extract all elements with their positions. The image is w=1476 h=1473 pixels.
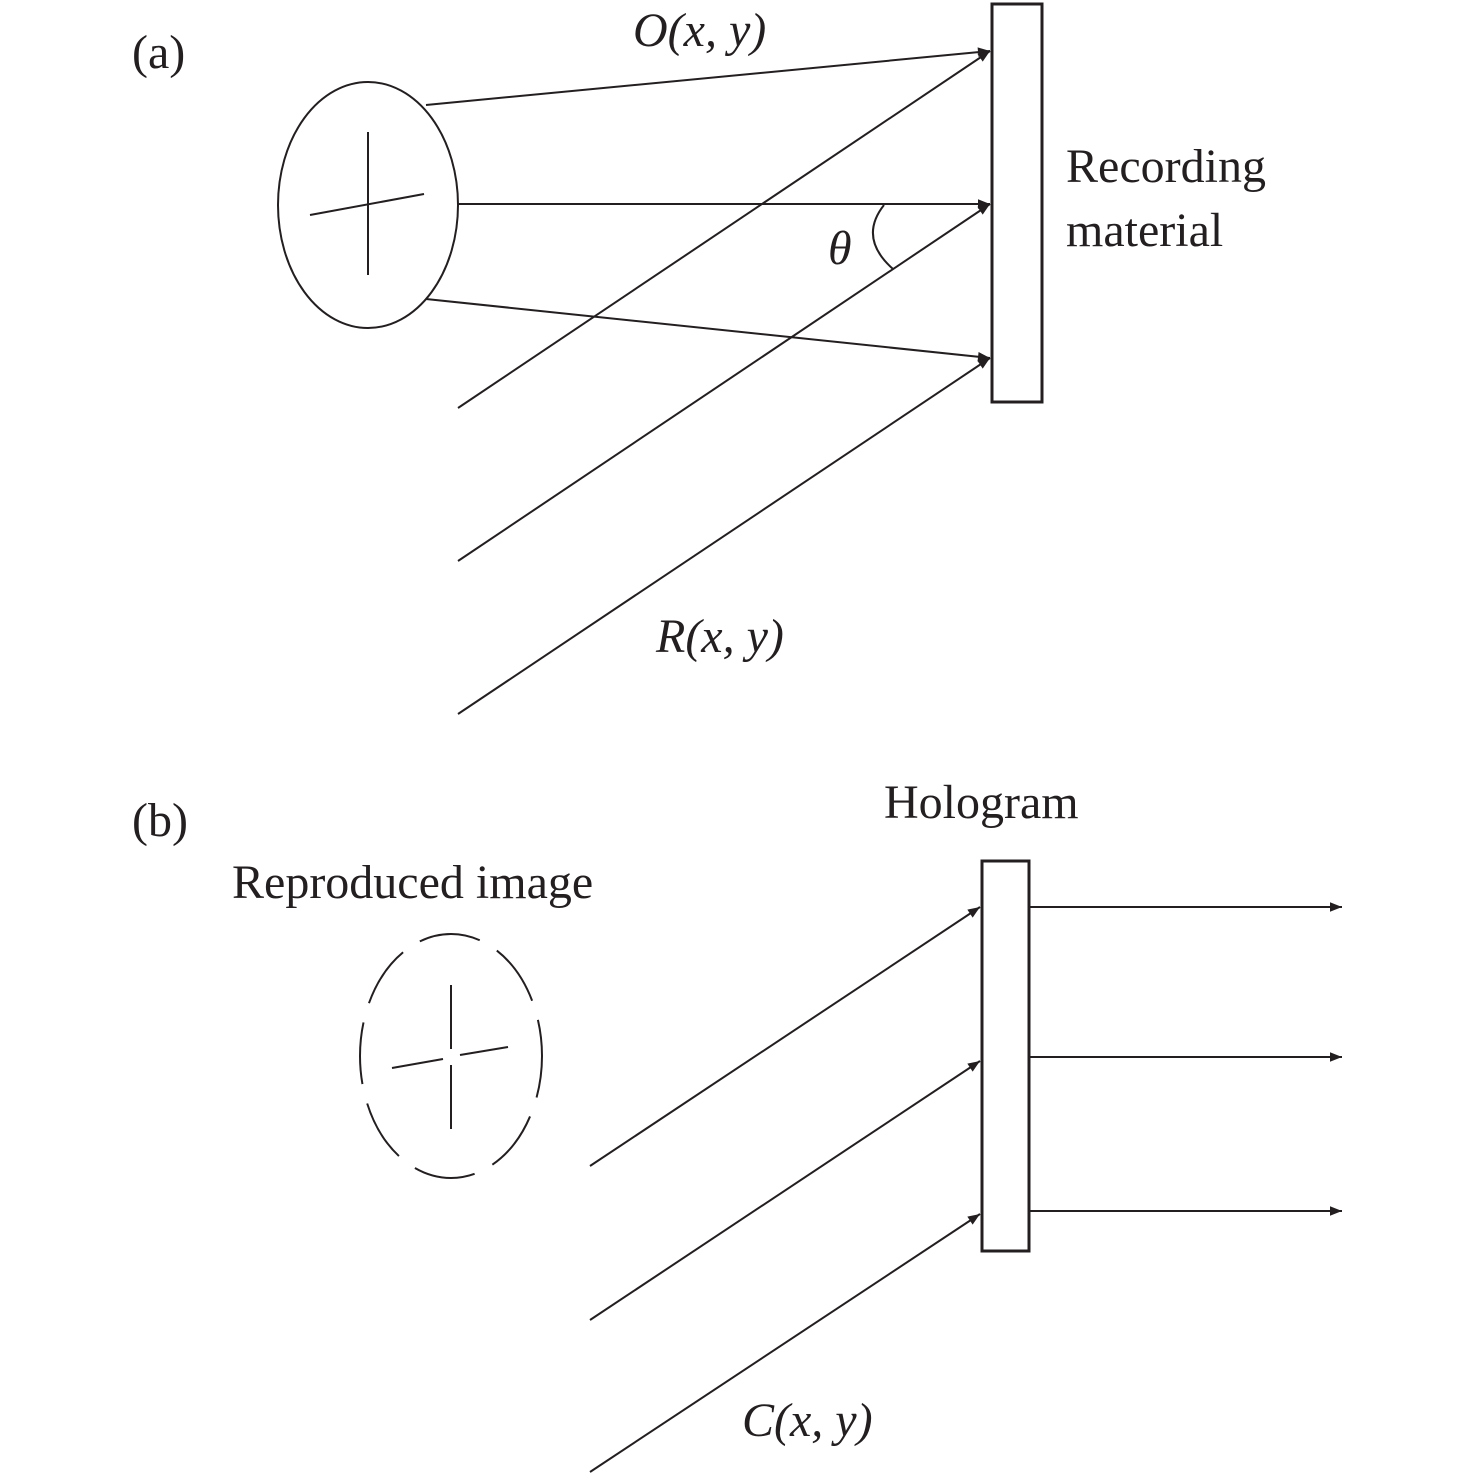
recording-material-label-line2: material bbox=[1066, 204, 1223, 257]
reconstruction-wave-label: C(x, y) bbox=[742, 1394, 873, 1447]
recording-material-plate bbox=[990, 2, 1044, 404]
angle-label: θ bbox=[828, 222, 852, 275]
panel-b: (b) Reproduced image Hologram C(x, y) bbox=[132, 776, 1342, 1473]
object-cross-horizontal bbox=[309, 193, 425, 216]
recording-material-label-line1: Recording bbox=[1066, 140, 1266, 193]
panel-a-label: (a) bbox=[132, 26, 185, 79]
object-wave-label: O(x, y) bbox=[633, 4, 766, 57]
reference-wave-ray-1 bbox=[457, 50, 991, 409]
reconstruction-wave-ray-3 bbox=[589, 1213, 981, 1473]
panel-a: (a) θ O(x, y) R(x, y) Recording material bbox=[132, 2, 1266, 715]
reconstruction-wave-ray-2 bbox=[589, 1060, 981, 1321]
hologram-plate bbox=[980, 859, 1031, 1253]
reference-wave-ray-2 bbox=[457, 203, 991, 562]
reference-wave-ray-3 bbox=[457, 357, 991, 715]
object bbox=[277, 81, 459, 329]
image-cross-horizontal-left bbox=[391, 1058, 444, 1069]
image-cross-horizontal-right bbox=[459, 1046, 509, 1056]
object-wave-ray-bottom bbox=[425, 298, 991, 362]
angle-arc bbox=[871, 204, 894, 270]
hologram-label: Hologram bbox=[884, 776, 1079, 829]
reproduced-image-label: Reproduced image bbox=[232, 856, 593, 909]
reference-wave-label: R(x, y) bbox=[655, 610, 784, 663]
panel-b-label: (b) bbox=[132, 794, 188, 847]
reproduced-image-ellipse bbox=[359, 933, 543, 1179]
object-wave-ray-top bbox=[425, 47, 991, 106]
reconstruction-wave-ray-1 bbox=[589, 906, 981, 1167]
reproduced-image bbox=[359, 933, 543, 1179]
